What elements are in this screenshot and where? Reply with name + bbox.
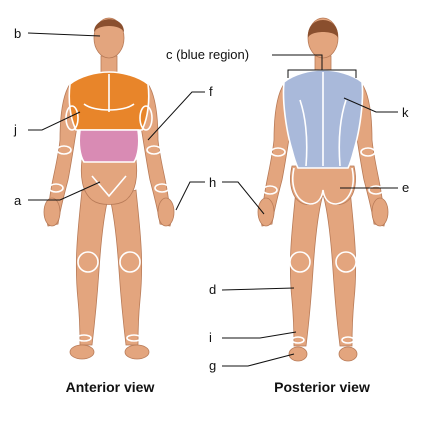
posterior-left-hand [257,197,275,227]
posterior-figure [257,17,389,362]
leader-g [222,353,295,367]
leader-a [28,181,101,201]
label-c: c (blue region) [166,47,249,62]
anterior-pectoral-line [83,103,135,111]
anterior-right-cubital-outline [146,145,162,155]
posterior-hair [307,20,339,38]
label-a: a [14,193,22,208]
anterior-right-wrist-outline [154,183,170,193]
anterior-right-foot [124,344,150,360]
leader-lines [27,32,398,367]
anterior-right-leg [109,189,143,346]
anterior-pelvis [80,159,138,205]
label-d: d [209,282,216,297]
anterior-head [93,17,125,59]
posterior-right-ankle-outline [341,336,355,344]
leader-k [343,97,398,113]
label-j: j [13,122,17,137]
leader-f [147,91,205,141]
posterior-left-wrist-outline [262,185,278,195]
label-g: g [209,358,216,373]
posterior-right-heel [338,346,358,362]
anterior-right-knee-outline [119,251,141,273]
label-k: k [402,105,409,120]
label-e: e [402,180,409,195]
label-f: f [209,84,213,99]
label-h: h [209,175,216,190]
posterior-right-leg [323,189,357,347]
anterior-left-cubital-outline [56,145,72,155]
posterior-left-popliteal-outline [289,251,311,273]
anterior-left-wrist-outline [48,183,64,193]
labels: b c (blue region) f j k h a e d i g [13,26,409,373]
posterior-right-wrist-outline [368,185,384,195]
leader-c [272,54,323,70]
anterior-abdomen-region [78,129,140,163]
anterior-left-ankle-outline [76,334,92,342]
posterior-right-back-line [338,99,347,167]
posterior-left-back-line [299,99,308,167]
posterior-gluteal-outline [292,167,354,205]
label-i: i [209,330,212,345]
leader-b [27,32,101,37]
posterior-left-heel [288,346,308,362]
posterior-right-hand [371,197,389,227]
anterior-left-brachial-outline [65,105,79,131]
anterior-left-hand [43,197,61,227]
leader-h1 [175,181,205,211]
posterior-left-leg [289,189,323,347]
posterior-right-popliteal-outline [335,251,357,273]
caption-posterior: Posterior view [274,379,370,395]
anterior-right-hand [157,197,175,227]
posterior-left-olecranal-outline [270,147,286,157]
leader-d [221,287,295,291]
anterior-left-leg [75,189,109,346]
label-b: b [14,26,21,41]
anterior-left-knee-outline [77,251,99,273]
anterior-hair [94,19,124,32]
anterior-left-foot [69,344,95,360]
caption-anterior: Anterior view [66,379,155,395]
anterior-figure [43,17,175,360]
posterior-left-ankle-outline [291,336,305,344]
anterior-right-brachial-outline [139,105,153,131]
leader-i [222,331,297,339]
anterior-right-ankle-outline [126,334,142,342]
posterior-right-olecranal-outline [360,147,376,157]
leader-h2 [222,181,265,215]
leader-j [28,111,81,131]
posterior-gluteal-area [290,165,356,205]
